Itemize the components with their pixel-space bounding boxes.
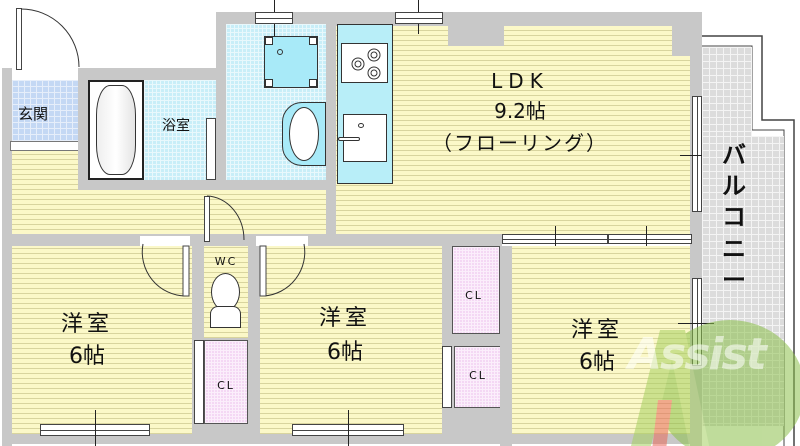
closet-left-door[interactable] xyxy=(194,340,204,424)
bedroom-left-name: 洋室 xyxy=(60,312,113,337)
washroom-window xyxy=(255,12,293,24)
closet-center-lower-door[interactable] xyxy=(442,346,452,408)
ldk-name: LDK xyxy=(491,69,549,93)
closet-left-label: CL xyxy=(217,379,235,392)
ldk-floor xyxy=(336,26,690,236)
washbasin xyxy=(282,102,326,166)
wc-label: WC xyxy=(214,255,238,268)
genkan-label: 玄関 xyxy=(18,105,49,123)
ldk-floor-type: （フローリング） xyxy=(432,131,608,155)
bathtub-basin xyxy=(96,85,136,175)
toilet-tank xyxy=(210,306,241,328)
ldk-size: 9.2帖 xyxy=(494,99,546,123)
bedroom-right-window-mark xyxy=(678,323,714,324)
entrance-door-swing xyxy=(20,8,80,68)
wm-corner xyxy=(309,79,317,87)
burner-icon xyxy=(351,48,381,80)
assist-logo-watermark xyxy=(631,320,800,446)
bedroom-center-door-swing xyxy=(259,243,306,297)
balcony-outline xyxy=(702,35,795,446)
gas-stove xyxy=(341,43,388,83)
closet-center-upper xyxy=(452,246,500,334)
bedroom-right-left-wall xyxy=(500,246,512,446)
outer-wall-left xyxy=(2,68,12,446)
bath-label: 浴室 xyxy=(162,118,190,134)
outer-wall-bottom xyxy=(2,434,702,444)
closet-center-upper-label: CL xyxy=(465,289,483,302)
closet-left xyxy=(204,340,248,424)
sliding-mark-2 xyxy=(646,226,647,250)
faucet xyxy=(338,137,360,141)
bedroom-right-size: 6帖 xyxy=(579,350,615,375)
hallway-floor-2 xyxy=(78,190,326,235)
bedroom-center-floor xyxy=(260,246,442,434)
bedroom-center-name: 洋室 xyxy=(318,306,371,331)
genkan-step xyxy=(10,141,80,151)
closet-center-lower xyxy=(454,346,502,408)
genkan-floor xyxy=(12,80,78,142)
sliding-mark-1 xyxy=(555,226,556,250)
kitchen-sink[interactable] xyxy=(338,114,387,162)
bedroom-left-size: 6帖 xyxy=(69,344,105,369)
ldk-window-top xyxy=(395,12,443,24)
ldk-pillar-corner xyxy=(672,24,690,56)
ldk-bottom-wall xyxy=(326,234,502,246)
outer-wall-top-right xyxy=(216,12,698,26)
wm-drain xyxy=(277,49,283,55)
bath-floor xyxy=(144,80,216,180)
balcony-floor-upper xyxy=(702,47,752,137)
washing-machine xyxy=(264,36,318,88)
wc-door-swing xyxy=(206,195,245,241)
basin-bowl xyxy=(289,107,319,161)
balcony-label: バルコニー xyxy=(722,141,746,294)
bedroom-left-window-mark xyxy=(95,410,96,446)
ldk-balcony-door[interactable] xyxy=(692,96,702,212)
bathtub xyxy=(88,80,144,180)
entrance-door[interactable] xyxy=(16,8,22,70)
wm-corner xyxy=(265,37,273,45)
bedroom-center-size: 6帖 xyxy=(327,340,363,365)
bedroom-left-door[interactable] xyxy=(140,236,190,246)
bedroom-center-window-mark xyxy=(348,410,349,446)
bedroom-center-door[interactable] xyxy=(256,236,308,246)
wm-corner xyxy=(309,37,317,45)
hallway-floor xyxy=(12,151,78,235)
balcony-door-mark xyxy=(680,155,716,156)
bedroom-left-door-swing xyxy=(141,243,190,297)
ldk-sliding-door-2[interactable] xyxy=(608,234,692,244)
sink-drain xyxy=(358,123,364,128)
bath-door[interactable] xyxy=(206,118,216,180)
wm-corner xyxy=(265,79,273,87)
bedroom-right-name: 洋室 xyxy=(570,318,623,343)
closet-center-lower-label: CL xyxy=(469,369,487,382)
bedroom-left-floor xyxy=(12,246,192,434)
ldk-pillar-top xyxy=(448,24,504,46)
assist-logo-text: Assist xyxy=(628,329,767,380)
hallway-wall-right xyxy=(326,24,336,235)
